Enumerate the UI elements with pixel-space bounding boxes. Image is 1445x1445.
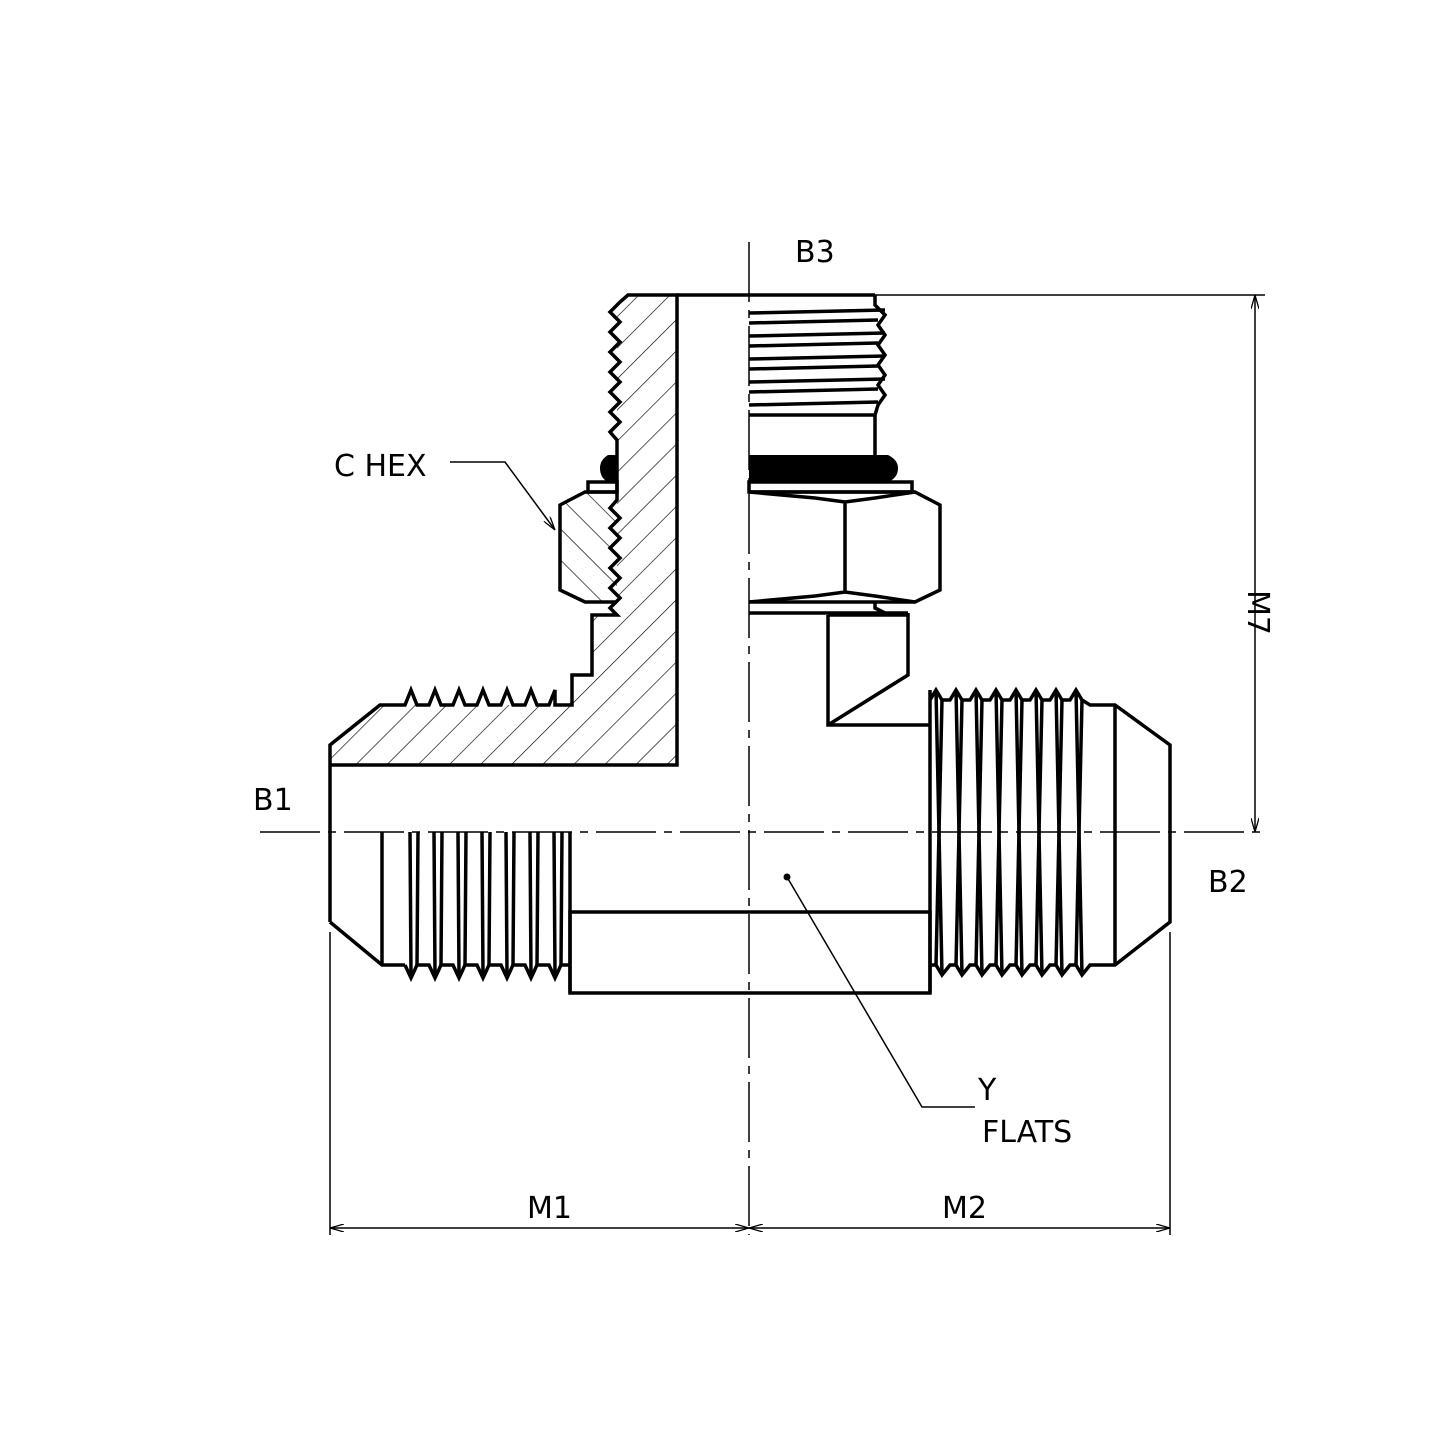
- nut-to-body-ring: [749, 602, 908, 615]
- label-b3: B3: [795, 235, 835, 270]
- y-flats-leader: [786, 876, 975, 1108]
- c-hex-leader: [450, 461, 555, 530]
- left-flare-lower: [328, 832, 405, 967]
- top-thread-outline: [873, 295, 888, 455]
- label-m7: M7: [1240, 590, 1275, 635]
- left-washer: [586, 480, 619, 494]
- hex-nut-face-lines: [748, 490, 916, 604]
- label-y: Y: [977, 1073, 997, 1108]
- label-c-hex: C HEX: [334, 449, 427, 484]
- label-flats: FLATS: [982, 1115, 1072, 1150]
- top-thread-lines: [748, 308, 886, 417]
- right-o-ring: [749, 455, 898, 482]
- label-m1: M1: [527, 1191, 572, 1226]
- label-b2: B2: [1208, 865, 1248, 900]
- nut-section-hatch: [560, 492, 617, 602]
- left-thread-lower: [403, 963, 570, 983]
- left-thread-lines: [408, 831, 572, 993]
- body-flats: [568, 910, 932, 995]
- label-m2: M2: [942, 1191, 987, 1226]
- left-o-ring: [600, 455, 617, 482]
- right-hex-nut: [749, 490, 942, 604]
- label-b1: B1: [253, 783, 293, 818]
- right-thread-lines: [934, 689, 1117, 976]
- right-thread-outline: [928, 686, 1172, 993]
- right-body-outline: [826, 613, 930, 727]
